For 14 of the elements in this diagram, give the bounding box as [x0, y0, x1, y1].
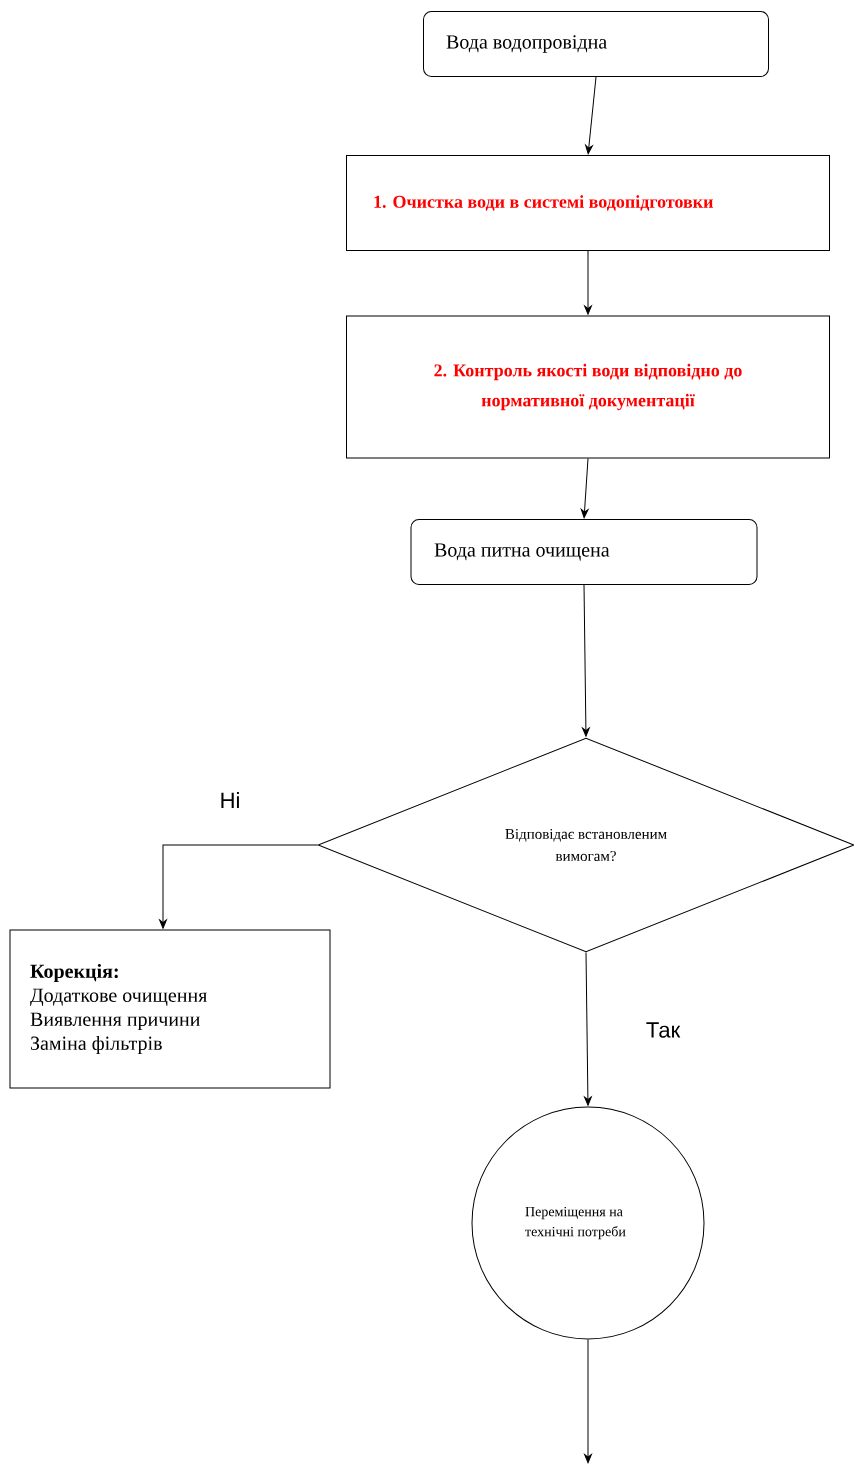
process-box: 1. Очистка води в системі водопідготовки [346, 155, 830, 251]
arrow [584, 250, 592, 315]
arrow [580, 458, 589, 519]
arrow [584, 1339, 592, 1464]
edge-label: Ні [217, 790, 243, 810]
process-box: Корекція: Додаткове очищення Виявлення причини Заміна фільтрів [9, 929, 331, 1089]
process-box: Вода питна очищена [410, 519, 758, 585]
arrow [582, 584, 590, 737]
edge-label: Так [643, 1020, 683, 1040]
arrow [159, 844, 318, 929]
process-box: 2. Контроль якості води відповідно до нормативної документації [346, 315, 830, 459]
arrow [584, 952, 592, 1106]
arrow [585, 76, 597, 155]
process-box: Вода водопровідна [423, 11, 769, 77]
